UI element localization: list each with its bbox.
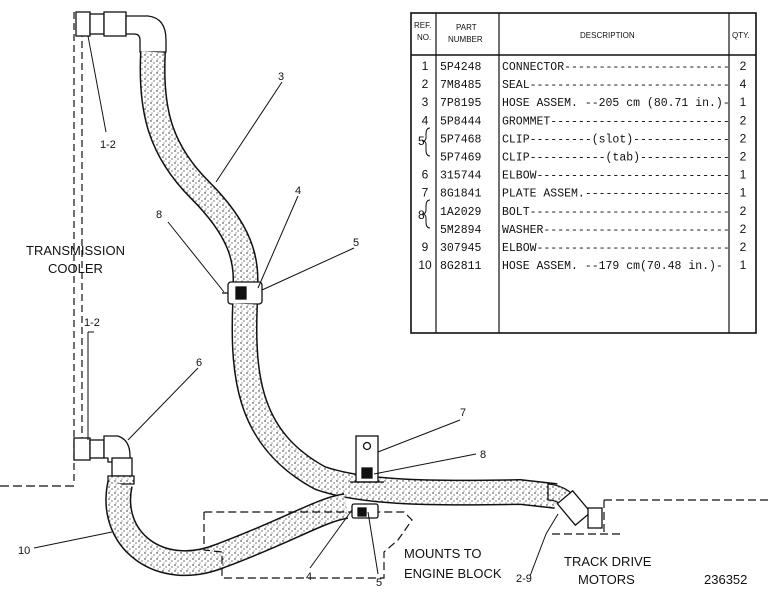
callout-connector-lower: 1-2 <box>84 317 100 329</box>
table-cell-description: SEAL----------------------------- <box>502 79 730 92</box>
label-engine-block: ENGINE BLOCK <box>404 566 502 581</box>
label-cooler: COOLER <box>48 261 103 276</box>
callout-elbow-left: 6 <box>196 357 202 369</box>
callout-clip-upper: 5 <box>353 237 359 249</box>
header-description: DESCRIPTION <box>580 31 635 40</box>
table-cell-ref: 9 <box>422 240 429 254</box>
clip-group-bracket <box>421 127 431 157</box>
table-cell-part: 1A2029 <box>440 206 482 219</box>
callout-top-connector: 1-2 <box>100 139 116 151</box>
callout-elbow-right: 2-9 <box>516 573 532 585</box>
label-transmission: TRANSMISSION <box>26 243 125 258</box>
table-cell-description: CONNECTOR------------------------ <box>502 61 730 74</box>
group-ref-bolt-washer: 8 <box>418 208 425 222</box>
table-cell-part: 315744 <box>440 170 482 183</box>
table-cell-part: 5P8444 <box>440 115 482 128</box>
table-cell-ref: 4 <box>422 113 429 127</box>
hose-upper-lower-section <box>231 303 558 509</box>
table-cell-description: GROMMET-------------------------- <box>502 115 730 128</box>
table-cell-ref: 10 <box>418 258 432 272</box>
table-cell-qty: 1 <box>740 95 747 109</box>
upper-connector-fitting <box>75 11 167 53</box>
callout-grommet-lower: 4 <box>306 571 312 583</box>
table-cell-part: 8G1841 <box>440 188 482 201</box>
callout-grommet-upper: 4 <box>295 185 301 197</box>
header-no: NO. <box>417 33 431 42</box>
table-cell-description: CLIP---------(slot)-------------- <box>502 133 730 146</box>
table-cell-qty: 2 <box>740 150 747 164</box>
hose-upper <box>139 51 259 292</box>
callout-hose-upper: 3 <box>278 71 284 83</box>
track-drive-outline <box>552 499 768 535</box>
lower-clip-grommet <box>351 503 379 519</box>
leader-lines <box>33 35 559 577</box>
hose-lower <box>105 481 349 577</box>
label-mounts-to: MOUNTS TO <box>404 546 482 561</box>
table-cell-qty: 2 <box>740 204 747 218</box>
header-ref: REF. <box>414 21 431 30</box>
table-cell-description: CLIP-----------(tab)------------- <box>502 152 730 165</box>
callout-clip-lower: 5 <box>376 577 382 589</box>
callout-hose-lower: 10 <box>18 545 30 557</box>
label-track-drive: TRACK DRIVE <box>564 554 652 569</box>
table-cell-description: HOSE ASSEM. --205 cm (80.71 in.)- <box>502 97 730 110</box>
table-cell-ref: 3 <box>422 95 429 109</box>
table-cell-description: PLATE ASSEM.--------------------- <box>502 188 730 201</box>
table-cell-qty: 2 <box>740 59 747 73</box>
table-cell-ref: 7 <box>422 186 429 200</box>
table-cell-qty: 2 <box>740 113 747 127</box>
figure-number: 236352 <box>704 572 747 587</box>
header-part: PART <box>456 23 477 32</box>
table-cell-ref: 1 <box>422 59 429 73</box>
table-cell-part: 8G2811 <box>440 260 482 273</box>
table-cell-part: 307945 <box>440 242 482 255</box>
table-cell-description: WASHER--------------------------- <box>502 224 730 237</box>
table-cell-qty: 1 <box>740 258 747 272</box>
table-cell-description: BOLT----------------------------- <box>502 206 730 219</box>
callout-bolt-plate: 8 <box>480 449 486 461</box>
table-cell-description: ELBOW---------------------------- <box>502 242 730 255</box>
lower-connector-elbow <box>73 435 135 485</box>
table-cell-qty: 1 <box>740 168 747 182</box>
callout-clamp-left: 8 <box>156 209 162 221</box>
engine-block-mount-outline <box>203 511 413 579</box>
upper-clip-grommet <box>222 281 263 305</box>
table-cell-part: 5M2894 <box>440 224 482 237</box>
table-cell-part: 7P8195 <box>440 97 482 110</box>
table-cell-qty: 4 <box>740 77 747 91</box>
group-ref-clips: 5 <box>418 134 425 148</box>
table-cell-ref: 2 <box>422 77 429 91</box>
callout-plate: 7 <box>460 407 466 419</box>
right-elbow-fitting <box>547 483 603 529</box>
label-motors: MOTORS <box>578 572 635 587</box>
header-qty: QTY. <box>732 31 750 40</box>
table-rows: 1 5P4248 CONNECTOR------------------------… <box>418 59 746 273</box>
table-cell-qty: 2 <box>740 222 747 236</box>
table-cell-part: 5P7468 <box>440 133 482 146</box>
table-cell-part: 5P4248 <box>440 61 482 74</box>
table-cell-description: ELBOW---------------------------- <box>502 170 730 183</box>
text-labels: TRANSMISSION COOLER MOUNTS TO ENGINE BLO… <box>26 243 747 587</box>
table-cell-ref: 6 <box>422 168 429 182</box>
table-cell-part: 7M8485 <box>440 79 482 92</box>
table-cell-qty: 2 <box>740 131 747 145</box>
callouts: 1-2 3 8 4 5 1-2 6 7 8 10 4 5 2-9 <box>18 71 532 589</box>
bolt-washer-group-bracket <box>421 199 431 229</box>
table-cell-description: HOSE ASSEM. --179 cm(70.48 in.)- <box>502 260 723 273</box>
table-cell-qty: 2 <box>740 240 747 254</box>
header-number: NUMBER <box>448 35 483 44</box>
table-cell-qty: 1 <box>740 186 747 200</box>
plate-assembly <box>350 435 384 483</box>
table-cell-part: 5P7469 <box>440 152 482 165</box>
